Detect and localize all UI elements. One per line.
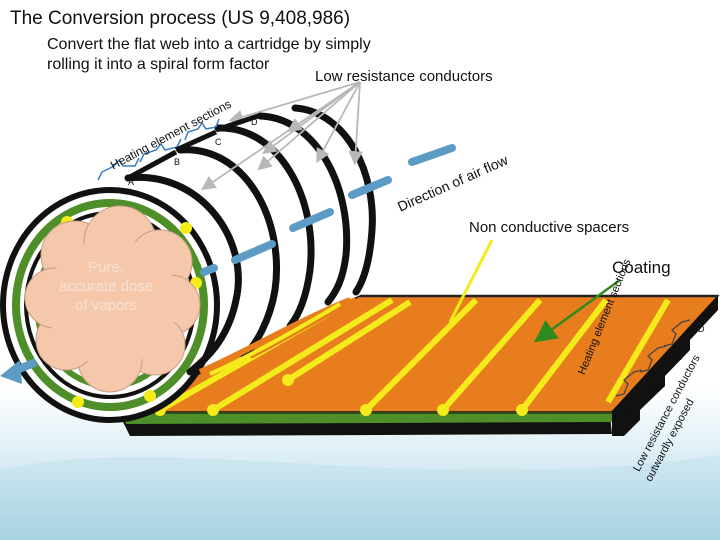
section-letter-d-left: D bbox=[251, 117, 258, 127]
vapor-cloud bbox=[24, 205, 201, 393]
spacer bbox=[207, 297, 394, 416]
section-letter-b-left: B bbox=[174, 157, 181, 167]
layer-arc-e bbox=[291, 104, 376, 296]
spacer bbox=[437, 298, 543, 416]
coating-arrow bbox=[533, 278, 621, 343]
slide-title: The Conversion process (US 9,408,986) bbox=[10, 8, 351, 29]
roll-spacer-dot bbox=[72, 396, 84, 408]
slide-subtitle-line2: rolling it into a spiral form factor bbox=[47, 56, 270, 73]
roll-spacer-dot bbox=[144, 390, 156, 402]
spacer bbox=[282, 299, 412, 386]
right-section-braces bbox=[615, 319, 691, 397]
slide-subtitle-line1: Convert the flat web into a cartridge by… bbox=[47, 36, 371, 53]
spacer-pointer bbox=[448, 239, 494, 323]
layer-arc-b bbox=[176, 146, 280, 360]
low-resistance-conductors-label: Low resistance conductors bbox=[315, 68, 493, 85]
layer-arc-c bbox=[214, 124, 315, 330]
brace-a bbox=[97, 157, 140, 181]
spacer bbox=[360, 297, 479, 416]
background-swoosh bbox=[0, 455, 720, 540]
roll-spacer-dot bbox=[180, 222, 192, 234]
section-letter-a-right: A bbox=[627, 408, 634, 418]
non-conductive-spacers-label: Non conductive spacers bbox=[469, 219, 630, 236]
conductor-callout-lines bbox=[201, 81, 363, 191]
section-letter-c-right: C bbox=[676, 352, 683, 362]
airflow-arrow bbox=[0, 358, 38, 384]
vapor-dose-text: Pure, accurate dose of vapors bbox=[58, 259, 154, 314]
spacer bbox=[516, 298, 609, 416]
web-stepped-end bbox=[612, 296, 718, 436]
section-letter-b-right: B bbox=[652, 384, 659, 394]
left-section-edges bbox=[126, 113, 259, 181]
unrolling-yellow-strips bbox=[209, 302, 342, 376]
section-letter-c-left: C bbox=[215, 137, 222, 147]
layer-arc-a bbox=[124, 173, 242, 376]
brace-c bbox=[184, 118, 220, 141]
airflow-dashes bbox=[200, 144, 456, 276]
section-letter-a-left: A bbox=[128, 177, 135, 187]
spacer bbox=[605, 298, 671, 404]
section-letter-d-right: D bbox=[698, 324, 705, 334]
coating-label: Coating bbox=[612, 258, 671, 277]
